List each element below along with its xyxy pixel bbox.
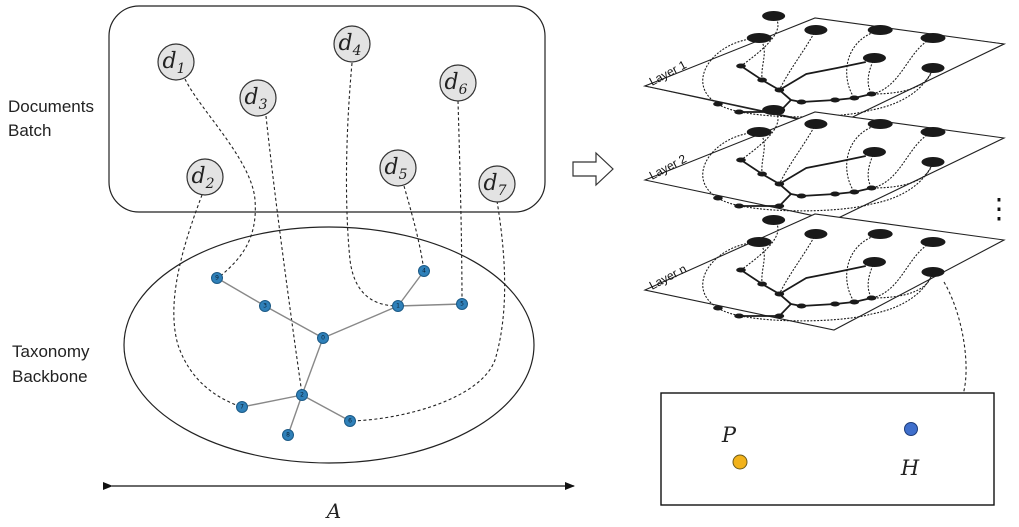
svg-text:d4: d4 [338,31,361,59]
document-node-d2: d2 [186,158,224,196]
link-d7-n6 [349,200,506,422]
document-node-d7: d7 [478,165,516,203]
output-space-box [660,392,995,506]
documents-batch-label-line1: Documents [8,97,94,116]
edge-n1-n4 [397,270,425,307]
link-d1-n9 [184,78,256,279]
svg-text:1: 1 [396,303,400,310]
point-p-marker [732,454,748,470]
document-node-d3: d3 [239,79,277,117]
svg-text:d5: d5 [384,155,407,183]
svg-text:d1: d1 [162,49,185,77]
point-p-label: P [721,423,737,447]
taxonomy-node-0: 0 [317,332,329,344]
svg-text:9: 9 [215,275,219,282]
link-d4-n1 [345,62,399,307]
edge-n2-n8 [287,394,303,436]
taxonomy-backbone-ellipse [123,226,535,464]
edge-n0-n1 [322,305,399,339]
layer-1-group: Layer 1 [643,10,1006,127]
svg-text:7: 7 [240,404,244,411]
document-nodes: d1 d2 d3 d4 d5 d6 d7 [157,25,516,203]
svg-text:4: 4 [422,268,426,275]
layer-n-group: Layer n [643,213,1006,331]
document-taxonomy-links [173,62,506,422]
documents-batch-label-line2: Batch [8,121,51,140]
taxonomy-node-2: 2 [296,389,308,401]
layer-1-plane-shape [643,17,1006,127]
taxonomy-edges [216,270,463,436]
svg-text:d2: d2 [191,164,214,192]
svg-text:d3: d3 [244,85,267,113]
svg-text:6: 6 [348,418,352,425]
edge-n3-n0 [264,305,324,339]
svg-text:d6: d6 [444,70,467,98]
taxonomy-node-6: 6 [344,415,356,427]
svg-text:3: 3 [263,303,267,310]
documents-batch-box [108,5,546,213]
taxonomy-node-9: 9 [211,272,223,284]
edge-n1-n5 [397,303,463,307]
layer-ellipsis: ⋮ [985,192,1013,225]
svg-text:5: 5 [460,301,464,308]
taxonomy-backbone-label-line2: Backbone [12,367,88,386]
svg-text:0: 0 [321,335,325,342]
document-node-d6: d6 [439,64,477,102]
svg-text:8: 8 [286,432,290,439]
document-node-d1: d1 [157,43,195,81]
svg-text:2: 2 [300,392,304,399]
taxonomy-node-5: 5 [456,298,468,310]
taxonomy-node-8: 8 [282,429,294,441]
document-node-d4: d4 [333,25,371,63]
taxonomy-backbone-label-line1: Taxonomy [12,342,90,361]
point-h-label: H [900,456,920,480]
taxonomy-node-1: 1 [392,300,404,312]
taxonomy-nodes: 0 1 2 3 4 5 6 7 8 9 [211,265,468,441]
link-d2-n7 [173,194,243,408]
taxonomy-node-4: 4 [418,265,430,277]
edge-n9-n3 [216,277,266,307]
link-d5-n4 [403,185,425,272]
edge-n2-n7 [241,394,303,408]
document-node-d5: d5 [379,149,417,187]
svg-text:d7: d7 [483,171,506,199]
link-d3-n2 [265,115,303,395]
edge-n0-n2 [301,337,324,396]
block-arrow-icon [572,151,614,187]
layer-2-plane-shape [643,111,1006,221]
edge-n2-n6 [301,394,351,422]
layer-2-group: Layer 2 [643,104,1006,221]
taxonomy-node-3: 3 [259,300,271,312]
taxonomy-node-7: 7 [236,401,248,413]
point-h-marker [904,422,918,436]
axis-label: A [325,499,341,523]
